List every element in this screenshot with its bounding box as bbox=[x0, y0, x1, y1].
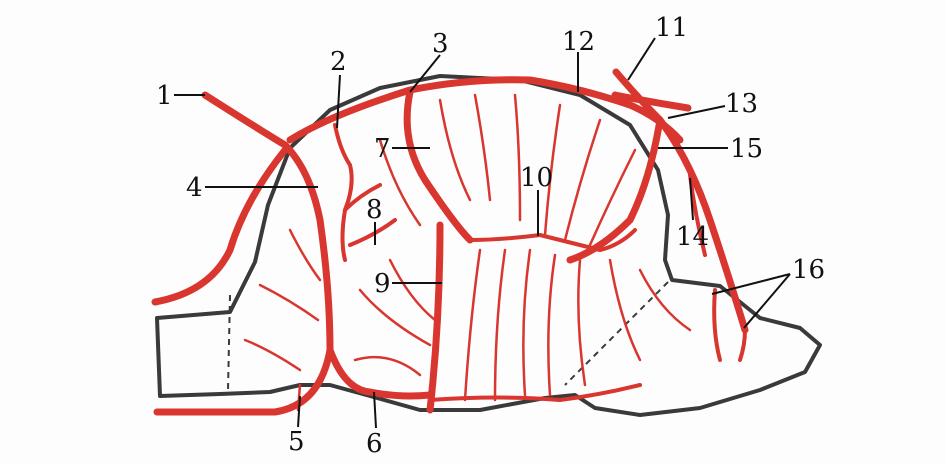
vessel-ventral bbox=[430, 385, 640, 400]
label-14: 14 bbox=[676, 222, 709, 252]
vessel-left-lower bbox=[155, 150, 285, 302]
label-1: 1 bbox=[156, 81, 173, 111]
vessel-3 bbox=[407, 92, 470, 240]
vessel-branches bbox=[245, 95, 690, 410]
boundary-dashed-left bbox=[228, 295, 230, 390]
label-8: 8 bbox=[366, 195, 383, 225]
label-9: 9 bbox=[374, 269, 391, 299]
label-7: 7 bbox=[374, 134, 391, 164]
label-4: 4 bbox=[186, 173, 203, 203]
label-13: 13 bbox=[725, 89, 758, 119]
label-16: 16 bbox=[792, 255, 825, 285]
label-2: 2 bbox=[330, 47, 347, 77]
label-10: 10 bbox=[520, 163, 553, 193]
vessel-dorsal bbox=[290, 80, 680, 140]
label-5: 5 bbox=[288, 427, 305, 457]
vessel-2 bbox=[335, 125, 352, 260]
label-11: 11 bbox=[655, 13, 688, 43]
label-12: 12 bbox=[562, 27, 595, 57]
label-3: 3 bbox=[432, 29, 449, 59]
label-6: 6 bbox=[366, 429, 383, 459]
label-15: 15 bbox=[730, 134, 763, 164]
